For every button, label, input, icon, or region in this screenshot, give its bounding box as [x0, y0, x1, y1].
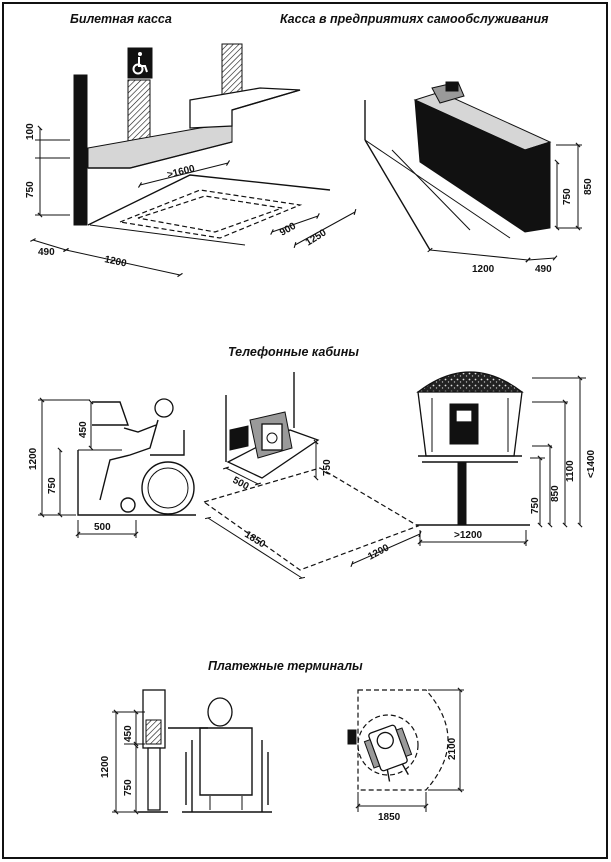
- dim-ticket-900: 900: [278, 221, 298, 239]
- dim-phone-right-750: 750: [530, 497, 541, 514]
- dim-ticket-1600: >1600: [166, 163, 196, 181]
- dim-terminal-1850: 1850: [378, 812, 401, 823]
- dim-terminal-1200: 1200: [100, 755, 111, 778]
- phone-hood-pole: [457, 461, 467, 525]
- title-ticket-office: Билетная касса: [70, 12, 172, 26]
- phone-mid-drawing: 750 500 1850 1200: [202, 372, 422, 580]
- wheelchair-wheel: [141, 461, 195, 515]
- dim-phone-right-850: 850: [550, 485, 561, 502]
- ticket-sign-post: [127, 79, 151, 143]
- terminal-user-head: [207, 697, 233, 727]
- ticket-office-drawing: 100 750 >1600 490 1200 900 1250: [25, 43, 357, 278]
- dim-terminal-750: 750: [123, 779, 134, 796]
- dim-ticket-1250: 1250: [304, 227, 329, 248]
- dim-phone-mid-500: 500: [231, 475, 251, 493]
- terminal-kiosk-screen: [145, 719, 162, 745]
- dim-ticket-490: 490: [38, 247, 55, 258]
- dim-phone-mid-750: 750: [322, 459, 333, 476]
- ticket-sign-post-2: [221, 43, 243, 97]
- phone-left-drawing: 1200 450 750 500: [28, 397, 196, 538]
- wheelchair-user-head: [154, 398, 174, 418]
- dim-self-750: 750: [562, 188, 573, 205]
- dim-ticket-100: 100: [25, 123, 36, 140]
- dim-self-490: 490: [535, 264, 552, 275]
- dim-phone-right-1400: <1400: [586, 449, 597, 478]
- dim-phone-mid-1200: 1200: [366, 542, 391, 562]
- self-service-drawing: 850 750 1200 490: [364, 81, 594, 275]
- dim-phone-left-450: 450: [78, 421, 89, 438]
- ticket-wall-post: [73, 74, 88, 226]
- dim-self-1200: 1200: [472, 264, 495, 275]
- terminal-left-drawing: 1200 450 750: [100, 689, 272, 815]
- ticket-counter-top: [87, 123, 233, 169]
- terminal-plan-wheelchair: [363, 724, 413, 782]
- dim-phone-left-500: 500: [94, 522, 111, 533]
- checkout-counter-front: [414, 99, 551, 233]
- dim-terminal-450: 450: [123, 725, 134, 742]
- phone-right-drawing: <1400 1100 850 750 >1200: [416, 371, 597, 546]
- title-payment-terminals: Платежные терминалы: [208, 659, 363, 673]
- wheelchair-icon: [132, 52, 148, 75]
- title-phone-booths: Телефонные кабины: [228, 345, 359, 359]
- dim-phone-mid-1850: 1850: [242, 529, 267, 550]
- dim-phone-left-750: 750: [47, 477, 58, 494]
- title-self-service: Касса в предприятиях самообслуживания: [280, 12, 549, 26]
- dim-ticket-1200: 1200: [103, 254, 127, 269]
- terminal-plan-unit: [347, 729, 357, 745]
- ticket-counter-back: [189, 87, 301, 129]
- terminal-right-drawing: 2100 1850: [347, 687, 464, 823]
- dim-self-850: 850: [583, 178, 594, 195]
- dim-phone-right-1200: >1200: [454, 530, 483, 541]
- phone-unit-face: [261, 423, 283, 451]
- dim-terminal-2100: 2100: [447, 737, 458, 760]
- dim-ticket-750: 750: [25, 181, 36, 198]
- terminal-kiosk-post: [147, 747, 161, 811]
- phone-hood-dome: [416, 371, 524, 393]
- dim-phone-left-1200: 1200: [28, 447, 39, 470]
- terminal-turning-circle: [357, 689, 449, 791]
- dim-phone-right-1100: 1100: [565, 460, 576, 482]
